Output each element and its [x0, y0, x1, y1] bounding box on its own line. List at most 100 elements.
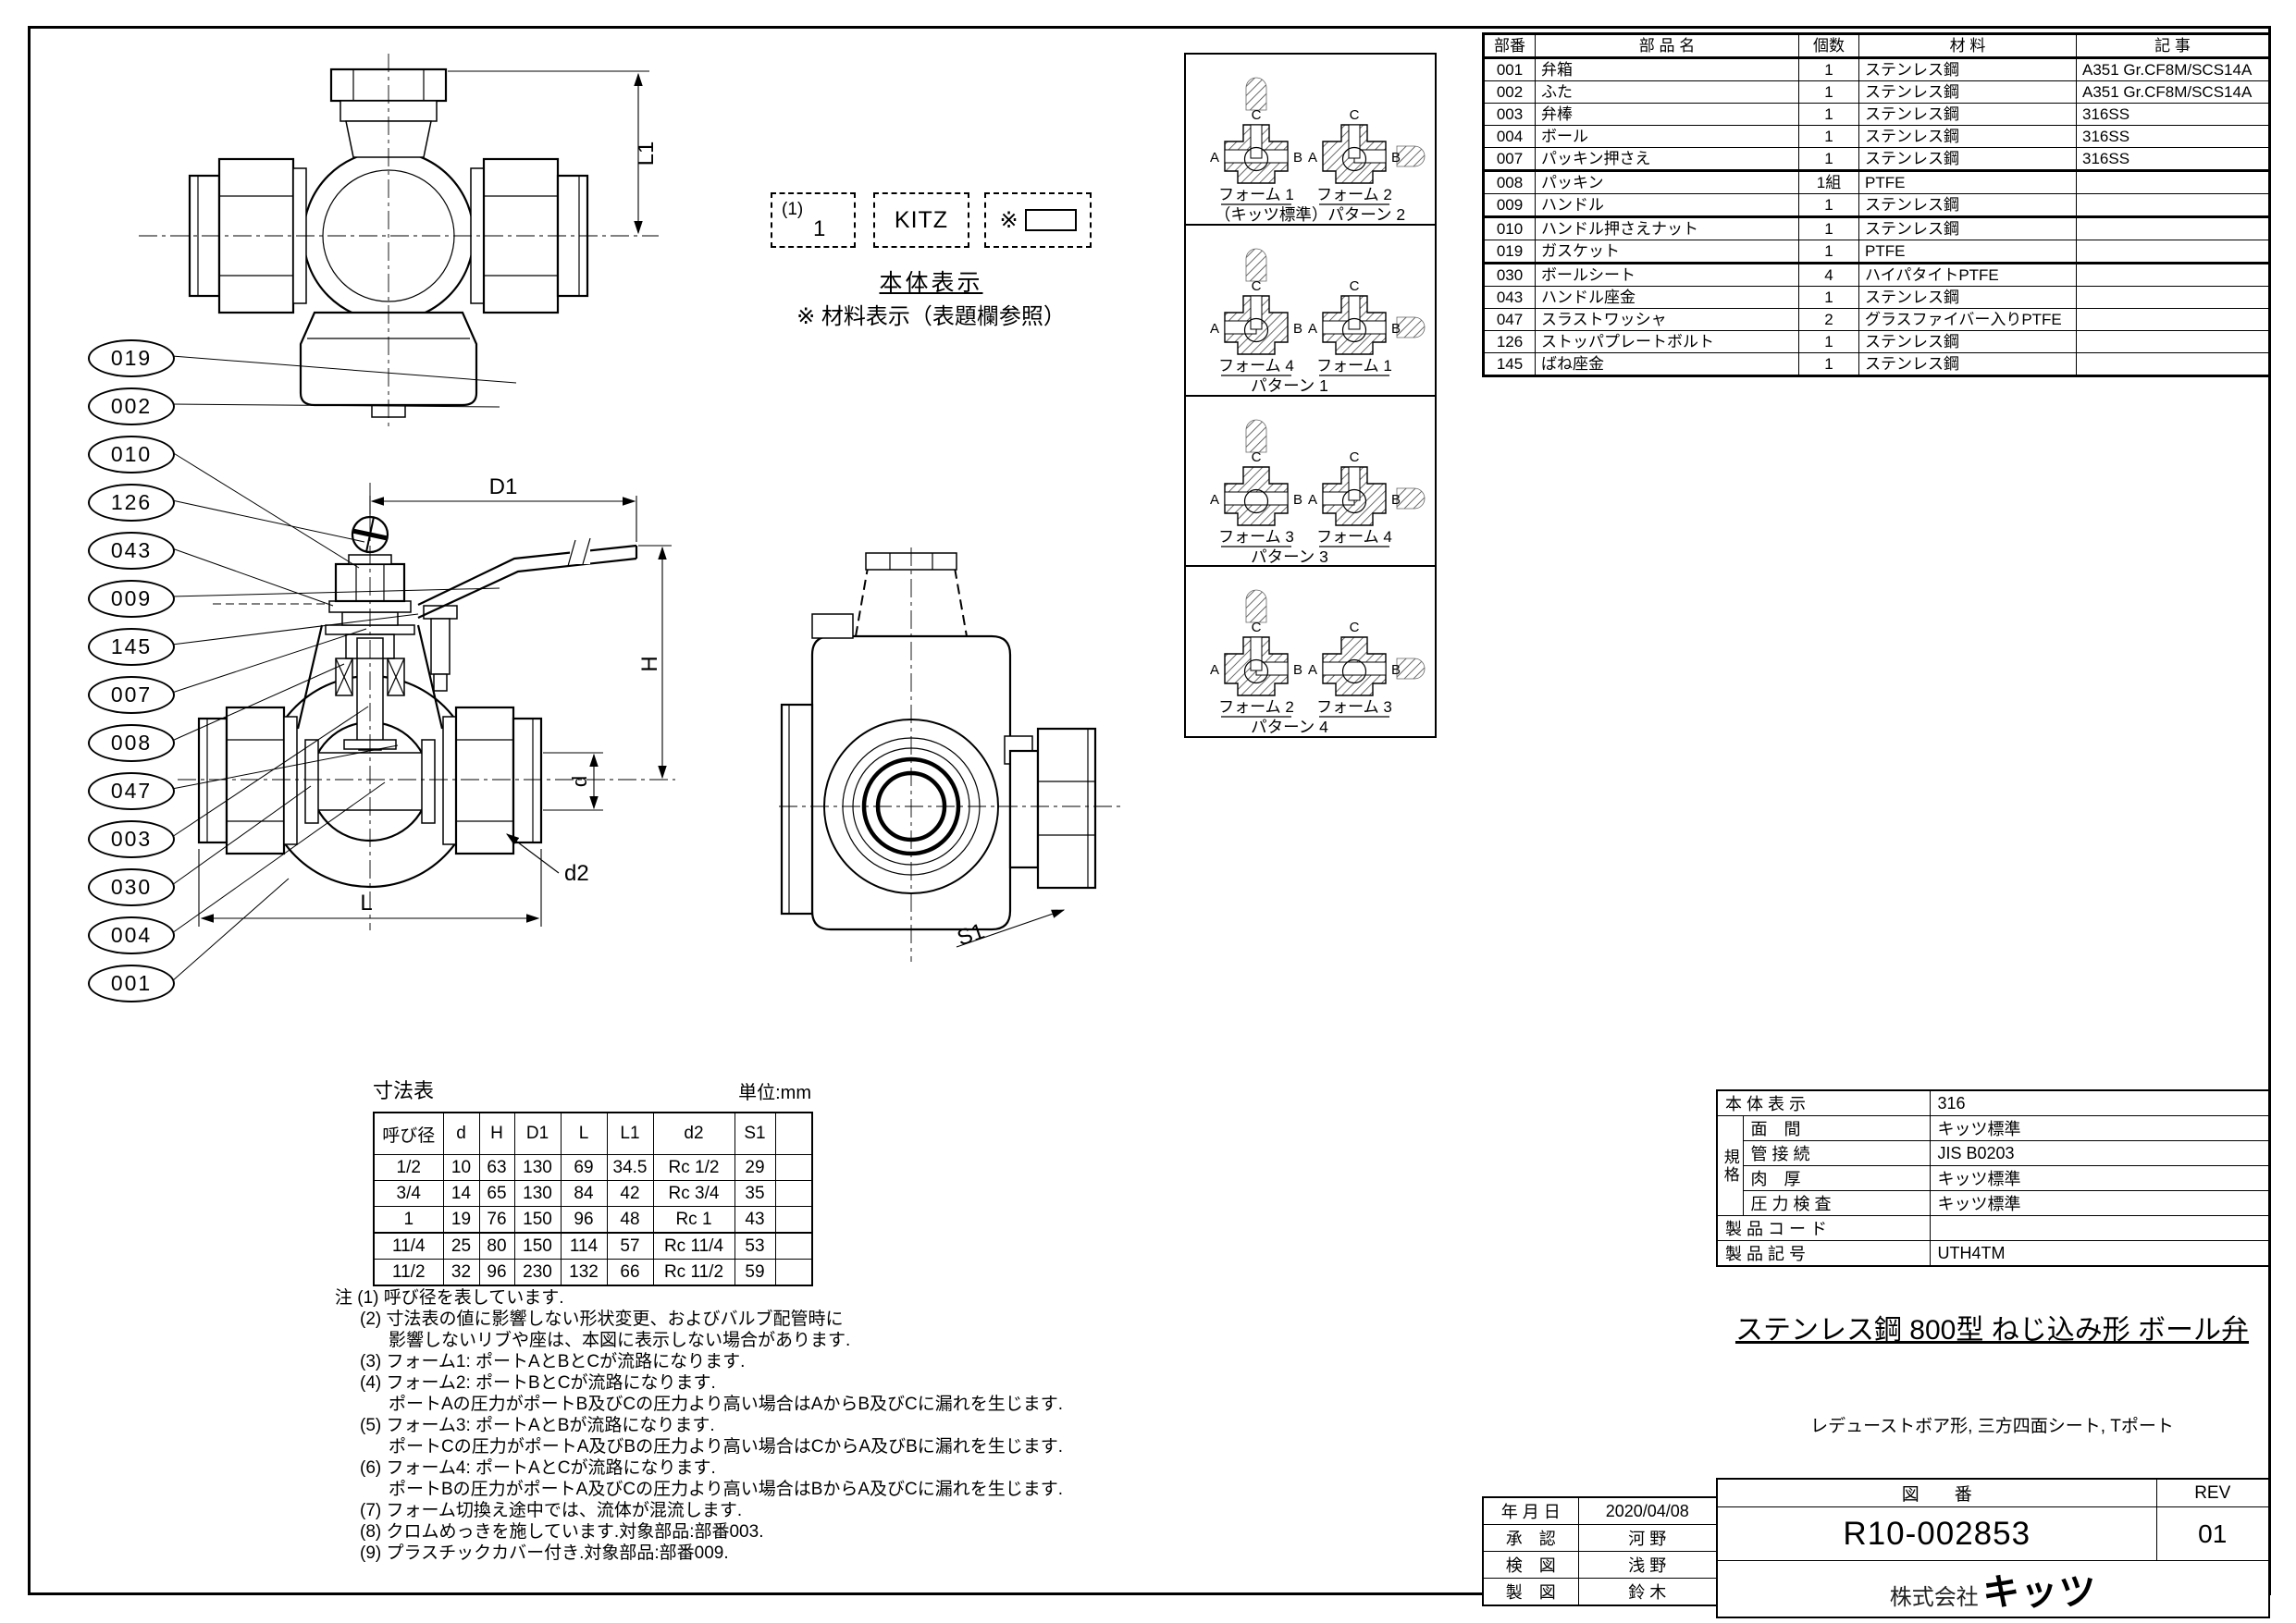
handle-position-horizontal	[1396, 658, 1426, 680]
part-qty: 1	[1798, 57, 1859, 81]
part-name: スラストワッシャ	[1535, 308, 1799, 331]
dim-cell: 80	[478, 1232, 515, 1260]
port-label-c: C	[1252, 449, 1262, 465]
front-view-drawing: L1	[139, 54, 659, 427]
part-no: 004	[1483, 125, 1536, 148]
form-label-right: フォーム 3	[1316, 698, 1392, 716]
form-label-right: フォーム 4	[1316, 528, 1392, 546]
part-no: 043	[1483, 286, 1536, 309]
form-label-left: フォーム 3	[1218, 528, 1294, 546]
part-material: ステンレス鋼	[1858, 80, 2077, 104]
dim-cell: 96	[478, 1259, 515, 1286]
dim-cell: 59	[734, 1259, 776, 1286]
port-label-a: A	[1308, 321, 1317, 337]
spec-row: 規格面 間キッツ標準	[1716, 1115, 2270, 1216]
dim-cell: Rc 1	[652, 1206, 735, 1234]
note-line: 影響しないリブや座は、本図に表示しない場合があります.	[389, 1331, 851, 1350]
port-label-a: A	[1210, 492, 1219, 508]
port-label-c: C	[1252, 620, 1262, 635]
part-remarks	[2076, 193, 2270, 218]
note-line: (8) クロムめっきを施しています.対象部品:部番003.	[360, 1522, 764, 1542]
part-name: ふた	[1535, 80, 1799, 104]
part-balloon-030: 030	[88, 867, 175, 906]
part-name: ストッパプレートボルト	[1535, 330, 1799, 353]
spec-label: 本 体 表 示	[1716, 1089, 1931, 1116]
part-material: PTFE	[1858, 240, 2077, 264]
dim-cell	[774, 1180, 813, 1207]
marking-note: ※ 材料表示（表題欄参照）	[796, 304, 1066, 329]
company-logo: キッツ	[1982, 1572, 2097, 1613]
dim-d: d	[568, 776, 591, 787]
col-part-no: 部番	[1483, 33, 1536, 59]
part-balloon-010: 010	[88, 435, 175, 473]
dim-cell: 53	[734, 1232, 776, 1260]
spec-label: 管 接 続	[1742, 1140, 1931, 1166]
dim-cell: 96	[560, 1206, 608, 1234]
spec-value: UTH4TM	[1929, 1240, 2270, 1267]
part-balloon-047: 047	[88, 771, 175, 810]
dimension-table-unit: 単位:mm	[738, 1083, 811, 1103]
part-balloon-003: 003	[88, 819, 175, 858]
drawing-number-block: 図 番 REV R10-002853 01 株式会社 キッツ	[1716, 1478, 2270, 1618]
marking-size-value: 1	[813, 216, 826, 241]
part-balloon-001: 001	[88, 964, 175, 1002]
col-material: 材 料	[1858, 33, 2077, 59]
port-label-c: C	[1350, 449, 1360, 465]
dim-cell: 66	[606, 1259, 654, 1286]
port-label-a: A	[1210, 662, 1219, 678]
port-label-a: A	[1210, 150, 1219, 166]
part-name: ボールシート	[1535, 263, 1799, 287]
pattern-caption: （キッツ標準）パターン 2	[1215, 205, 1405, 223]
part-no: 002	[1483, 80, 1536, 104]
part-name: 弁箱	[1535, 57, 1799, 81]
dim-cell: 34.5	[606, 1154, 654, 1181]
dim-cell: 35	[734, 1180, 776, 1207]
port-label-b: B	[1293, 321, 1302, 337]
spec-label: 面 間	[1742, 1115, 1931, 1141]
spec-label: 肉 厚	[1742, 1165, 1931, 1191]
dim-cell: 19	[442, 1206, 480, 1234]
dim-cell: 230	[513, 1259, 562, 1286]
part-material: ステンレス鋼	[1858, 57, 2077, 81]
part-qty: 4	[1798, 263, 1859, 287]
part-no: 001	[1483, 57, 1536, 81]
dim-D1: D1	[489, 476, 518, 499]
approval-label: 年 月 日	[1482, 1496, 1579, 1525]
part-name: パッキン押さえ	[1535, 147, 1799, 172]
dim-cell: 76	[478, 1206, 515, 1234]
approval-row: 検 図浅 野	[1482, 1551, 1718, 1579]
dim-cell	[774, 1232, 813, 1260]
part-no: 030	[1483, 263, 1536, 287]
dim-cell	[774, 1206, 813, 1234]
dim-cell	[774, 1154, 813, 1181]
part-material: ステンレス鋼	[1858, 193, 2077, 218]
part-remarks: 316SS	[2076, 103, 2270, 126]
handle-position-horizontal	[1396, 487, 1426, 510]
part-no: 145	[1483, 352, 1536, 376]
dim-col-header: H	[478, 1112, 515, 1155]
part-remarks: A351 Gr.CF8M/SCS14A	[2076, 57, 2270, 81]
dim-cell: 130	[513, 1180, 562, 1207]
part-balloon-145: 145	[88, 627, 175, 666]
part-material: ステンレス鋼	[1858, 147, 2077, 172]
part-no: 009	[1483, 193, 1536, 218]
form-label-left: フォーム 4	[1218, 357, 1294, 375]
spec-value: キッツ標準	[1929, 1165, 2270, 1191]
dim-cell: Rc 3/4	[652, 1180, 735, 1207]
dim-cell: 43	[734, 1206, 776, 1234]
